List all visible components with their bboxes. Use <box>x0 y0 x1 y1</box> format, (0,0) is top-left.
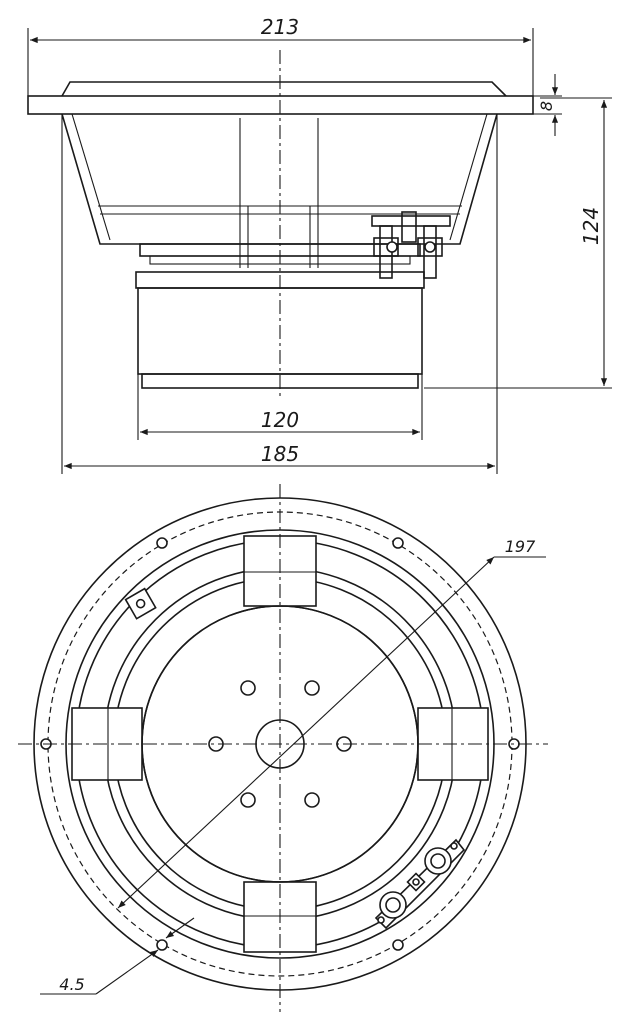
terminal-plate <box>374 838 466 930</box>
dim-magnet-diameter: 120 <box>261 408 299 432</box>
dim-flange-thickness: 8 <box>537 101 556 111</box>
dim-overall-depth: 124 <box>579 207 603 245</box>
dim-hole-diameter: 4.5 <box>59 975 84 994</box>
mount-hole <box>392 939 404 951</box>
mount-hole <box>156 939 168 951</box>
terminal-block <box>371 211 451 279</box>
dim-basket-diameter: 185 <box>261 442 299 466</box>
dim-overall-width: 213 <box>261 15 299 39</box>
surround <box>61 81 507 97</box>
wire-tab <box>124 587 157 620</box>
front-view: 197 4.5 <box>18 484 548 1012</box>
mount-hole <box>392 537 404 549</box>
mount-hole <box>156 537 168 549</box>
dim-bolt-circle: 197 <box>505 537 536 556</box>
side-view: 213 8 124 120 185 <box>27 15 612 474</box>
